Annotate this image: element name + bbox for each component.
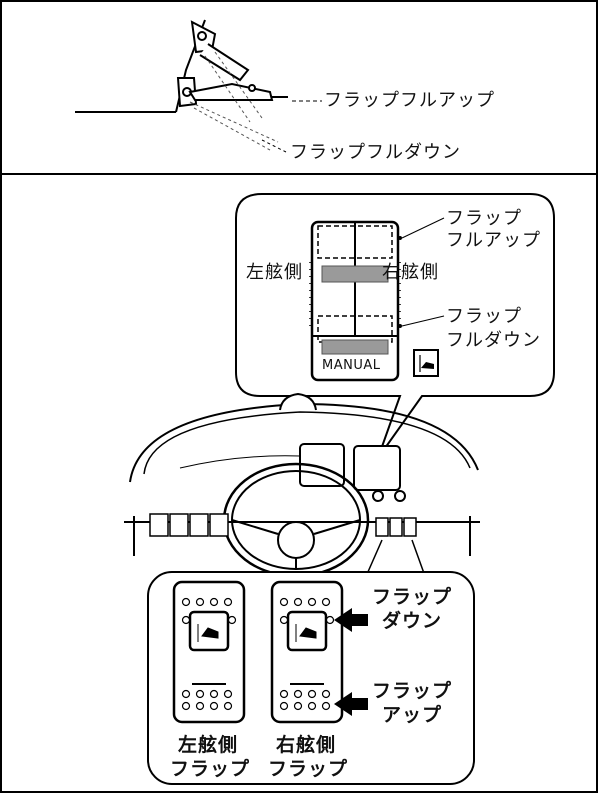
label-starboard-flap-line1: 右舷側 — [276, 734, 337, 756]
leader-full-up-manual — [401, 217, 445, 239]
label-full-down-line1: フラップ — [446, 306, 522, 327]
label-full-down-line2: フルダウン — [446, 330, 541, 351]
label-port-side: 左舷側 — [246, 262, 303, 283]
label-starboard-side: 右舷側 — [382, 262, 439, 283]
starboard-switch-dots — [279, 597, 335, 711]
boat-dashboard — [124, 392, 480, 578]
switch-shade-upper — [321, 265, 389, 283]
label-full-up-line2: フルアップ — [446, 230, 541, 251]
label-manual: MANUAL — [322, 358, 381, 373]
label-port-flap-line2: フラップ — [170, 758, 251, 780]
label-flap-full-down: フラップフルダウン — [290, 142, 461, 163]
trim-tab-icon — [413, 349, 439, 377]
label-up-line1: フラップ — [372, 680, 453, 702]
starboard-flap-switch — [270, 580, 344, 724]
label-flap-full-up: フラップフルアップ — [324, 90, 495, 111]
dashboard-switch-row-right — [375, 517, 417, 537]
leader-full-down — [261, 139, 287, 153]
port-switch-dots — [181, 597, 237, 711]
label-full-up-line1: フラップ — [446, 208, 522, 229]
label-down-line2: ダウン — [382, 610, 443, 632]
port-flap-switch — [172, 580, 246, 724]
label-down-line1: フラップ — [372, 586, 453, 608]
label-up-line2: アップ — [382, 704, 443, 726]
dashboard-switch-row-left — [149, 513, 229, 537]
label-port-flap-line1: 左舷側 — [178, 734, 239, 756]
leader-full-down-manual — [401, 315, 445, 327]
switch-shade-lower — [321, 339, 389, 355]
flap-full-down-phantom — [189, 51, 279, 151]
manual-callout-bubble — [235, 193, 555, 459]
arrow-down-indicator — [334, 608, 368, 632]
trim-tab-side-view — [75, 19, 288, 113]
label-starboard-flap-line2: フラップ — [268, 758, 349, 780]
arrow-up-indicator — [334, 692, 368, 716]
